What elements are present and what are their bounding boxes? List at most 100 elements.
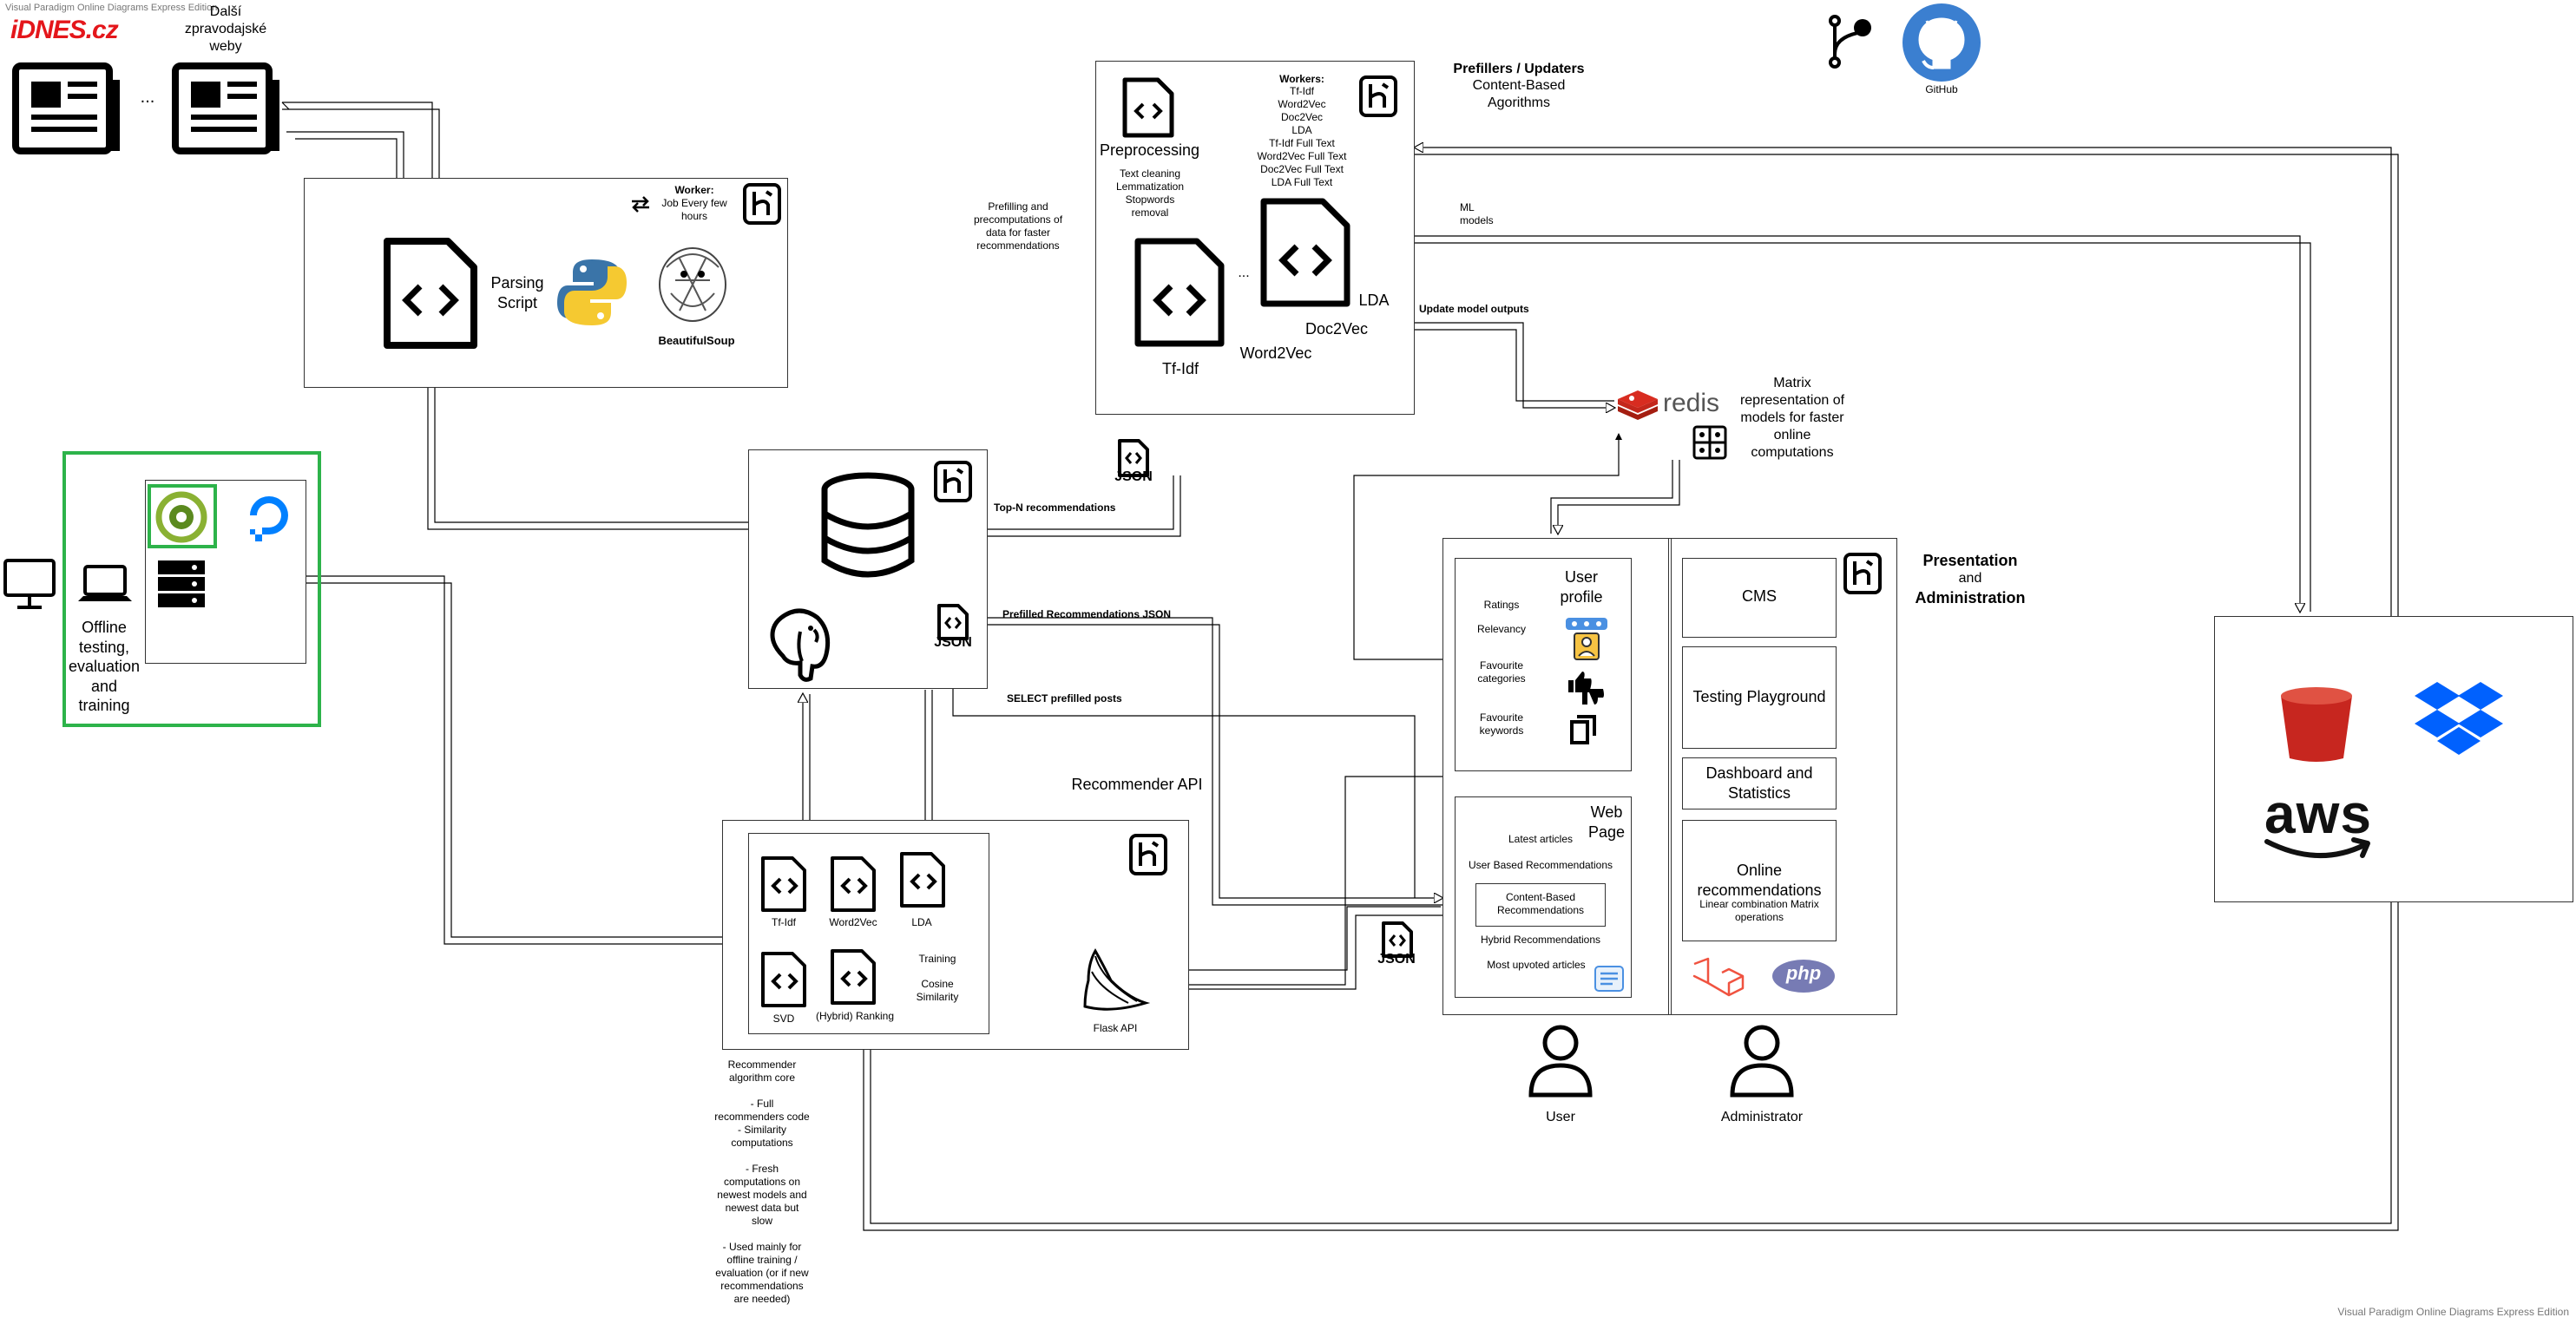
cms-label: CMS bbox=[1742, 587, 1777, 605]
redis-description: Matrix representation of models for fast… bbox=[1739, 376, 1845, 460]
testing-playground-box[interactable] bbox=[1682, 646, 1837, 749]
heroku-logo-icon bbox=[1129, 834, 1167, 875]
laptop-icon bbox=[78, 565, 132, 601]
worker-desc: Job Every few hours bbox=[661, 197, 727, 222]
user-profile-title: User profile bbox=[1560, 568, 1603, 606]
json-label: JSON bbox=[1114, 469, 1153, 484]
workers-item: Tf-Idf bbox=[1289, 85, 1314, 97]
doc2vec-file-icon bbox=[1260, 198, 1350, 307]
preprocessing-file-icon bbox=[1122, 77, 1174, 138]
model-label: (Hybrid) Ranking bbox=[815, 1010, 895, 1022]
newspaper-icon bbox=[12, 62, 120, 154]
repeat-icon bbox=[632, 196, 649, 213]
aws-smile-icon bbox=[2264, 837, 2370, 859]
profile-item: Favourite categories bbox=[1477, 659, 1526, 685]
select-prefilled-label: SELECT prefilled posts bbox=[1007, 692, 1122, 705]
user-icon bbox=[1528, 1025, 1593, 1098]
ml-models-label: ML models bbox=[1460, 201, 1494, 226]
offline-green-box bbox=[62, 451, 321, 727]
workers-item: Doc2Vec Full Text bbox=[1260, 163, 1344, 175]
flask-label: Flask API bbox=[1093, 1022, 1138, 1034]
lda-model-file-icon bbox=[900, 852, 945, 908]
postgresql-elephant-icon bbox=[770, 608, 831, 682]
tfidf-model-file-icon bbox=[761, 856, 806, 912]
other-sites-label: Další zpravodajské weby bbox=[184, 4, 267, 54]
watermark-bottom: Visual Paradigm Online Diagrams Express … bbox=[2337, 1306, 2569, 1318]
user-card-icon bbox=[1566, 618, 1607, 660]
python-logo-icon bbox=[557, 259, 627, 325]
php-logo-icon bbox=[1772, 960, 1835, 993]
watermark-top: Visual Paradigm Online Diagrams Express … bbox=[5, 3, 218, 13]
prefilled-json-label: Prefilled Recommendations JSON bbox=[1002, 608, 1172, 620]
presentation-divider bbox=[1668, 538, 1672, 1015]
user-label: User bbox=[1546, 1110, 1575, 1124]
dashboard-label: Dashboard and Statistics bbox=[1705, 764, 1813, 802]
presentation-title-and: and bbox=[1958, 571, 1982, 586]
thumbs-icon bbox=[1568, 672, 1604, 705]
heroku-logo-icon bbox=[743, 183, 781, 225]
online-recommendations-box[interactable] bbox=[1682, 820, 1837, 941]
beautifulsoup-label: BeautifulSoup bbox=[658, 334, 735, 347]
prefillers-subheader: Content-Based Agorithms bbox=[1472, 78, 1566, 110]
workers-item: LDA Full Text bbox=[1271, 176, 1333, 188]
github-logo-icon bbox=[1902, 3, 1981, 82]
presentation-title-1: Presentation bbox=[1922, 552, 2018, 569]
web-most-upvoted: Most upvoted articles bbox=[1487, 959, 1586, 971]
beautifulsoup-logo-icon bbox=[659, 247, 726, 322]
workers-list: Tf-Idf Word2Vec Doc2Vec LDA Tf-Idf Full … bbox=[1241, 85, 1363, 189]
json-file-icon bbox=[937, 604, 969, 640]
offline-label: Offline testing, evaluation and training bbox=[68, 619, 141, 714]
recommender-title: Recommender API bbox=[1071, 776, 1203, 793]
online-sub: Linear combination Matrix operations bbox=[1699, 898, 1819, 923]
flask-logo-icon bbox=[1083, 947, 1151, 1011]
storage-box bbox=[2214, 616, 2573, 902]
administrator-icon bbox=[1730, 1025, 1794, 1098]
workers-item: Word2Vec bbox=[1278, 98, 1326, 110]
json-label: JSON bbox=[1377, 952, 1416, 967]
prefill-ellipsis: ... bbox=[1238, 265, 1250, 280]
dashboard-box[interactable] bbox=[1682, 757, 1837, 809]
administrator-label: Administrator bbox=[1720, 1110, 1804, 1124]
sources-ellipsis: ... bbox=[140, 88, 155, 107]
workers-title: Workers: bbox=[1279, 73, 1324, 85]
digitalocean-logo-icon bbox=[250, 496, 288, 541]
content-based-box bbox=[1475, 883, 1606, 927]
parsing-script-label: Parsing Script bbox=[490, 274, 544, 311]
web-hybrid: Hybrid Recommendations bbox=[1480, 934, 1601, 946]
dropbox-logo-icon bbox=[2415, 682, 2503, 755]
training-label: Training bbox=[918, 953, 956, 965]
tfidf-label: Tf-Idf bbox=[1161, 360, 1199, 377]
json-file-icon bbox=[1382, 921, 1413, 958]
heroku-logo-icon bbox=[1843, 553, 1882, 594]
redis-logo-text: redis bbox=[1663, 389, 1720, 417]
worker-title: Worker: bbox=[674, 184, 714, 196]
update-model-outputs-label: Update model outputs bbox=[1419, 303, 1529, 315]
idnes-logo: iDNES.cz bbox=[10, 16, 119, 44]
git-branch-icon bbox=[1829, 15, 1871, 69]
heroku-logo-icon bbox=[1359, 75, 1397, 117]
word2vec-model-file-icon bbox=[831, 856, 876, 912]
tfidf-file-icon bbox=[1134, 238, 1225, 347]
message-icon bbox=[1594, 966, 1624, 992]
web-content-based: Content-Based Recommendations bbox=[1496, 891, 1585, 916]
php-logo-text: php bbox=[1785, 962, 1822, 984]
newspaper-icon bbox=[172, 62, 279, 154]
web-page-title: Web Page bbox=[1587, 803, 1626, 841]
script-file-icon bbox=[384, 238, 477, 349]
json-file-icon bbox=[1118, 439, 1149, 477]
aws-logo-text: aws bbox=[2264, 783, 2372, 845]
preprocessing-steps: Text cleaning Lemmatization Stopwords re… bbox=[1115, 167, 1185, 219]
online-title: Online recommendations bbox=[1697, 862, 1822, 899]
desktop-monitor-icon bbox=[3, 559, 56, 609]
presentation-title-2: Administration bbox=[1915, 589, 2026, 606]
web-latest: Latest articles bbox=[1508, 833, 1574, 845]
recommender-core-note: Recommender algorithm core - Full recomm… bbox=[714, 1059, 810, 1305]
web-user-based: User Based Recommendations bbox=[1468, 859, 1613, 871]
anaconda-logo-icon bbox=[155, 491, 207, 543]
user-profile-box bbox=[1455, 558, 1632, 771]
cms-box[interactable] bbox=[1682, 558, 1837, 638]
top-n-label: Top-N recommendations bbox=[994, 501, 1116, 514]
lda-label: LDA bbox=[1358, 292, 1390, 309]
prefillers-header: Prefillers / Updaters bbox=[1453, 62, 1585, 76]
